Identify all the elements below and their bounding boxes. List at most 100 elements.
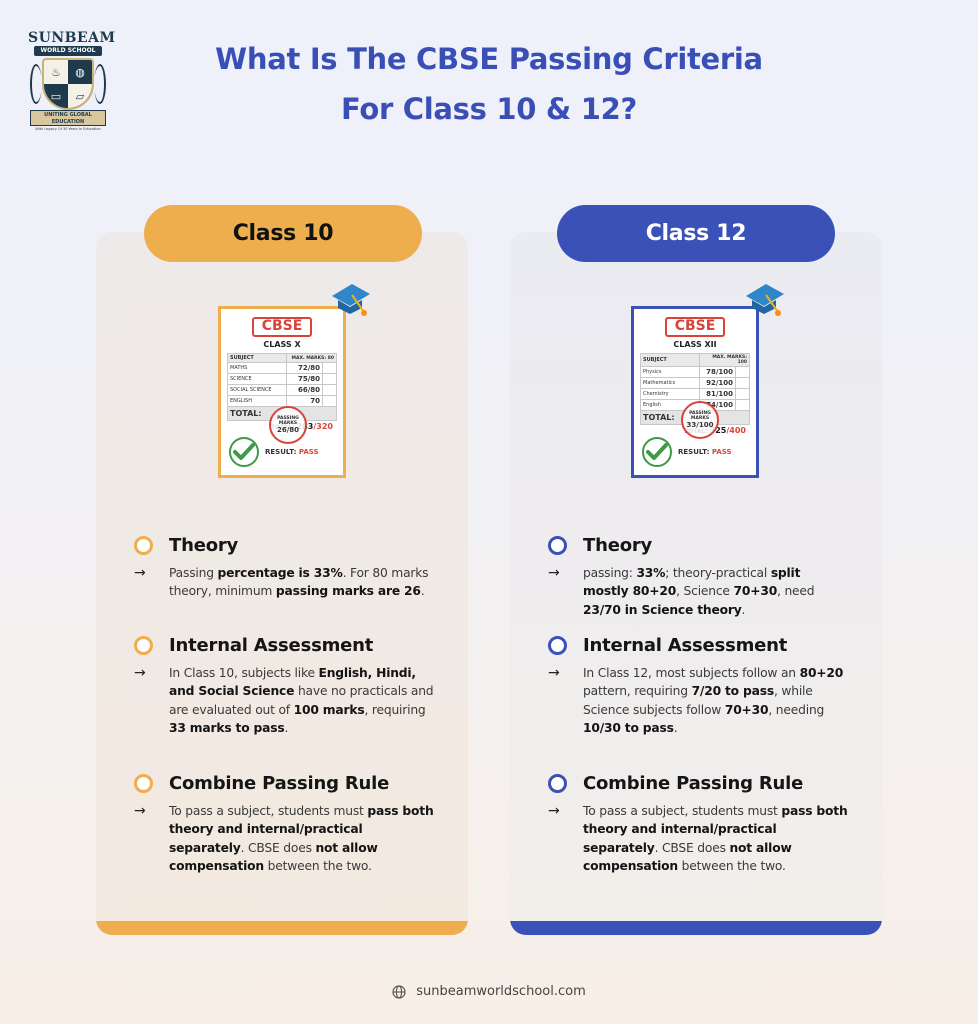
logo-subtitle: WORLD SCHOOL [34, 46, 102, 56]
section-title: Internal Assessment [169, 634, 374, 656]
marks-cell: 78/100 [699, 366, 736, 378]
report-class: CLASS XII [673, 340, 717, 349]
stamp-line-1: PASSING [277, 415, 299, 421]
section-title: Internal Assessment [583, 634, 788, 656]
section-text: In Class 12, most subjects follow an 80+… [583, 666, 844, 736]
total-max: /320 [313, 422, 333, 431]
laptop-icon: ▱ [68, 84, 92, 108]
class-12-combine-section: Combine Passing Rule →To pass a subject,… [548, 770, 848, 876]
marks-cell: 92/100 [699, 377, 736, 389]
marks-cell: 66/80 [286, 384, 323, 396]
graduation-cap-icon [332, 284, 370, 316]
section-text: To pass a subject, students must pass bo… [583, 804, 848, 874]
section-text: passing: 33%; theory-practical split mos… [583, 566, 815, 617]
circle-bullet-icon [548, 773, 567, 793]
result-label: RESULT: [678, 448, 712, 456]
logo-tagline: UNITING GLOBAL EDUCATION [44, 112, 92, 125]
empty-cell [322, 384, 337, 396]
stamp-line-2: MARKS [690, 415, 710, 421]
class-12-internal-section: Internal Assessment → In Class 12, most s… [548, 632, 848, 738]
arrow-right-icon: → [134, 565, 146, 581]
lamp-icon: ♨ [44, 60, 68, 84]
subject-cell: SOCIAL SCIENCE [227, 384, 287, 396]
class-12-header: Class 12 [557, 205, 835, 262]
stamp-line-1: PASSING [689, 410, 711, 416]
subject-cell: SCIENCE [227, 373, 287, 385]
header-subject: SUBJECT [640, 353, 700, 367]
subject-cell: Physics [640, 366, 700, 378]
empty-cell [735, 388, 750, 400]
graduation-cap-icon [746, 284, 784, 316]
class-10-report-card: CBSE CLASS X SUBJECT MAX. MARKS: 80 MATH… [218, 306, 346, 478]
subject-cell: Mathematics [640, 377, 700, 389]
arrow-right-icon: → [548, 565, 560, 581]
stamp-value: 33/100 [686, 420, 714, 429]
footer: sunbeamworldschool.com [0, 984, 978, 999]
section-title: Theory [583, 534, 653, 556]
empty-cell [322, 362, 337, 374]
section-text: To pass a subject, students must pass bo… [169, 804, 434, 874]
empty-cell [322, 395, 337, 407]
subject-cell: Chemistry [640, 388, 700, 400]
globe-icon: ◍ [75, 65, 85, 79]
arrow-right-icon: → [548, 803, 560, 819]
result-value: PASS [298, 448, 319, 456]
arrow-right-icon: → [134, 803, 146, 819]
arrow-right-icon: → [134, 665, 146, 681]
page-title: What Is The CBSE Passing Criteria For Cl… [130, 34, 848, 134]
header-max-marks: MAX. MARKS: 100 [699, 353, 750, 367]
marks-cell: 70 [286, 395, 323, 407]
checkmark-icon [229, 437, 259, 467]
school-logo: SUNBEAM WORLD SCHOOL ♨ ◍ ▭ ▱ UNITING GLO… [28, 30, 116, 131]
stamp-value: 26/80 [276, 425, 300, 434]
empty-cell [735, 377, 750, 389]
total-max: /400 [726, 426, 746, 435]
section-title: Theory [169, 534, 239, 556]
class-12-theory-section: Theory → passing: 33%; theory-practical s… [548, 532, 848, 619]
class-12-bottom-bar [510, 921, 882, 935]
section-text: In Class 10, subjects like English, Hind… [169, 666, 434, 736]
website-link[interactable]: sunbeamworldschool.com [416, 984, 586, 999]
circle-bullet-icon [134, 535, 153, 555]
passing-marks-stamp: PASSING MARKS 33/100 [681, 401, 719, 439]
globe-icon [392, 984, 406, 999]
marks-cell: 75/80 [286, 373, 323, 385]
cbse-logo: CBSE [252, 317, 312, 337]
book-icon: ▭ [50, 89, 62, 103]
header-subject: SUBJECT [227, 353, 287, 363]
class-12-report-card: CBSE CLASS XII SUBJECT MAX. MARKS: 100 P… [631, 306, 759, 478]
logo-shield: ♨ ◍ ▭ ▱ [42, 58, 94, 110]
arrow-right-icon: → [548, 665, 560, 681]
report-class: CLASS X [263, 340, 301, 349]
section-text: Passing percentage is 33%. For 80 marks … [169, 566, 429, 599]
empty-cell [735, 366, 750, 378]
passing-marks-stamp: PASSING MARKS 26/80 [269, 406, 307, 444]
circle-bullet-icon [134, 773, 153, 793]
empty-cell [322, 373, 337, 385]
report-result: RESULT: PASS [642, 437, 732, 467]
empty-cell [735, 399, 750, 411]
stamp-line-2: MARKS [278, 420, 298, 426]
subject-cell: ENGLISH [227, 395, 287, 407]
class-10-bottom-bar [96, 921, 468, 935]
subject-cell: MATHS [227, 362, 287, 374]
logo-name: SUNBEAM [28, 30, 116, 46]
result-value: PASS [711, 448, 732, 456]
header-max-marks: MAX. MARKS: 80 [286, 353, 337, 363]
circle-bullet-icon [134, 635, 153, 655]
class-10-theory-section: Theory → Passing percentage is 33%. For 8… [134, 532, 434, 601]
result-label: RESULT: [265, 448, 299, 456]
class-10-internal-section: Internal Assessment → In Class 10, subjec… [134, 632, 434, 738]
report-result: RESULT: PASS [229, 437, 319, 467]
class-10-header: Class 10 [144, 205, 422, 262]
logo-laurel-left [30, 64, 42, 104]
logo-legacy: With Legacy Of 30 Years In Education [35, 127, 101, 131]
